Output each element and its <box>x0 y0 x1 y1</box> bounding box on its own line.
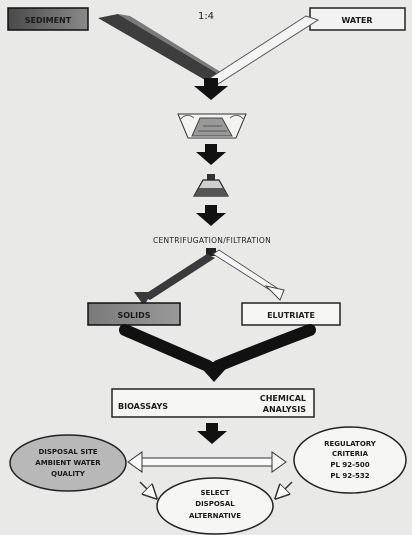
select-disposal-oval: SELECT DISPOSAL ALTERNATIVE <box>156 477 274 535</box>
split-node <box>206 248 216 256</box>
elutriate-box: ELUTRIATE <box>241 302 341 326</box>
select-line3: ALTERNATIVE <box>189 512 241 520</box>
sediment-flow-band <box>98 14 224 84</box>
regulatory-oval: REGULATORY CRITERIA PL 92-500 PL 92-532 <box>293 426 407 494</box>
chemical-label-line1: CHEMICAL <box>260 394 306 403</box>
regulatory-line3: PL 92-500 <box>330 461 369 469</box>
regulatory-line1: REGULATORY <box>324 440 377 448</box>
merge-arrow <box>194 78 228 100</box>
disposal-site-line2: AMBIENT WATER <box>35 459 101 467</box>
page-number: 1:4 <box>198 11 214 22</box>
process-arrow-3 <box>196 205 226 226</box>
water-label: WATER <box>341 16 372 25</box>
analysis-box: BIOASSAYS CHEMICAL ANALYSIS <box>111 388 315 418</box>
solids-box: SOLIDS <box>87 302 181 326</box>
mixing-vessel-icon <box>177 113 247 139</box>
regulatory-line4: PL 92-532 <box>330 472 369 480</box>
bioassays-label: BIOASSAYS <box>118 402 168 411</box>
disposal-site-oval: DISPOSAL SITE AMBIENT WATER QUALITY <box>9 434 127 492</box>
right-to-select-arrow <box>280 481 293 494</box>
regulatory-line2: CRITERIA <box>332 450 369 458</box>
sediment-label: SEDIMENT <box>25 16 72 25</box>
water-box: WATER <box>309 7 406 31</box>
chemical-label-line2: ANALYSIS <box>263 405 306 414</box>
comparison-arrow <box>127 451 287 473</box>
select-line1: SELECT <box>201 489 230 497</box>
solids-label: SOLIDS <box>117 311 150 320</box>
disposal-site-line3: QUALITY <box>51 470 86 478</box>
water-flow-band <box>209 15 320 85</box>
merge-curves <box>119 324 316 382</box>
left-to-select-arrow <box>139 481 152 494</box>
sediment-box: SEDIMENT <box>7 7 89 31</box>
disposal-site-line1: DISPOSAL SITE <box>38 448 97 456</box>
select-line2: DISPOSAL <box>195 500 235 508</box>
process-label: CENTRIFUGATION/FILTRATION <box>153 236 271 245</box>
elutriate-label: ELUTRIATE <box>267 311 315 320</box>
process-arrow-2 <box>196 144 226 165</box>
elutriate-branch-arrow <box>212 249 285 301</box>
solids-branch-arrow <box>134 254 215 306</box>
flask-icon <box>192 174 230 197</box>
evaluation-arrow <box>197 423 227 444</box>
